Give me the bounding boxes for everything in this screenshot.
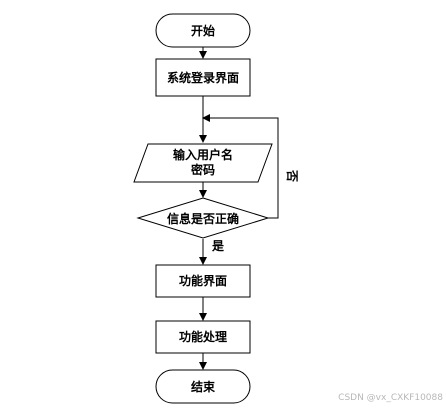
start-shape (155, 13, 251, 48)
input-label-line-1: 输入用户名 (173, 147, 233, 162)
watermark-text: CSDN @vx_CXKF10088 (338, 393, 443, 403)
input-parallelogram (133, 143, 273, 183)
end-shape (155, 369, 251, 404)
function-process-node: 功能处理 (155, 320, 251, 354)
function-screen-label: 功能界面 (179, 273, 227, 288)
function-screen-node: 功能界面 (155, 264, 251, 298)
decision-node: 信息是否正确 (136, 197, 270, 239)
end-node: 结束 (155, 369, 251, 404)
function-process-box (155, 320, 251, 354)
connectors (199, 47, 279, 370)
function-screen-box (155, 264, 251, 298)
start-node: 开始 (155, 13, 251, 48)
loop-back-no-path (202, 114, 279, 219)
decision-label: 信息是否正确 (167, 211, 239, 226)
decision-diamond (136, 197, 270, 239)
end-label: 结束 (191, 379, 216, 394)
input-node: 输入用户名 密码 (133, 143, 273, 183)
start-label: 开始 (191, 23, 215, 38)
login-screen-box (155, 58, 251, 97)
login-screen-label: 系统登录界面 (167, 70, 239, 85)
no-label: 否 (285, 169, 299, 182)
function-process-label: 功能处理 (179, 329, 227, 344)
yes-label: 是 (211, 239, 225, 253)
login-screen-node: 系统登录界面 (155, 58, 251, 97)
input-label-line-2: 密码 (191, 162, 215, 177)
